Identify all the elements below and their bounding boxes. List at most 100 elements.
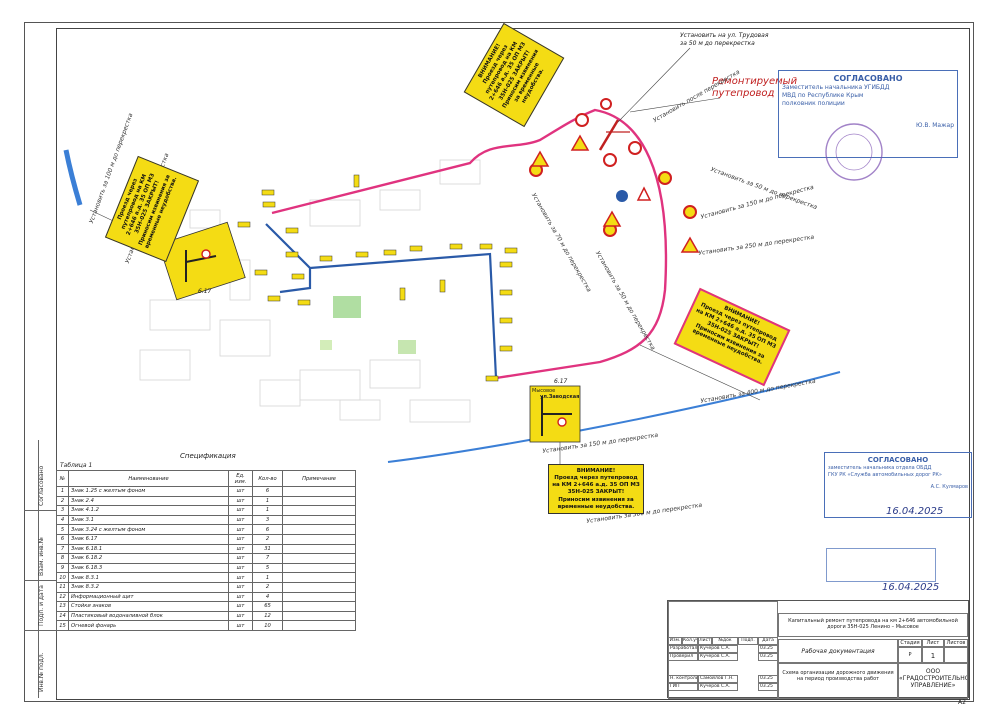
spec-num: 13 bbox=[56, 601, 69, 612]
spec-name: Знак 3.24 с желтым фоном bbox=[68, 524, 229, 535]
tb-role: Проверил bbox=[668, 653, 698, 661]
sheet-value: 1 bbox=[922, 647, 944, 663]
spec-num: 14 bbox=[56, 610, 69, 622]
tb-person: Кучеров С.А. bbox=[698, 683, 738, 691]
title-block: Капитальный ремонт путепровода на км 2+6… bbox=[667, 600, 969, 699]
spec-note bbox=[282, 505, 356, 516]
stamp-title: СОГЛАСОВАНО bbox=[867, 456, 929, 464]
spec-qty: 3 bbox=[252, 514, 283, 526]
spec-unit: шт bbox=[228, 601, 253, 612]
tb-person: Самойлов Г.Н. bbox=[698, 675, 738, 683]
tb-col-header: Изм. bbox=[668, 637, 682, 645]
tb-col-header: Кол.уч bbox=[682, 637, 698, 645]
tb-person: Кучеров С.А. bbox=[698, 653, 738, 661]
spec-note bbox=[282, 562, 356, 574]
tb-col-header: Лист bbox=[698, 637, 712, 645]
settlement-name: Мысовое bbox=[532, 388, 556, 394]
spec-num: 5 bbox=[56, 524, 69, 535]
spec-note bbox=[282, 601, 356, 612]
spec-num: 8 bbox=[56, 553, 69, 564]
spec-name: Знак 6.18.3 bbox=[68, 562, 229, 574]
river-segment-left bbox=[63, 149, 83, 206]
spec-qty: 65 bbox=[252, 601, 283, 612]
signature-date-1: 16.04.2025 bbox=[886, 506, 944, 517]
spec-note bbox=[282, 581, 356, 593]
spec-qty: 5 bbox=[252, 562, 283, 574]
spec-qty: 7 bbox=[252, 553, 283, 564]
approval-stamp-ugibdd: СОГЛАСОВАНО Заместитель начальника УГИБД… bbox=[778, 70, 958, 158]
overpass-signs bbox=[529, 98, 700, 253]
stage-label: Стадия bbox=[898, 639, 922, 647]
intersection-scheme-left bbox=[158, 221, 246, 301]
river-segment bbox=[387, 371, 841, 463]
drawing-sheet bbox=[24, 22, 974, 702]
spec-qty: 10 bbox=[252, 620, 283, 631]
sign-617-left: 6.17 bbox=[198, 288, 212, 295]
approval-stamp-3 bbox=[826, 548, 936, 582]
spec-name: Знак 6.18.1 bbox=[68, 543, 229, 555]
spec-qty: 2 bbox=[252, 581, 283, 593]
project-name: Капитальный ремонт путепровода на км 2+6… bbox=[778, 613, 968, 637]
doc-type: Рабочая документация bbox=[778, 639, 898, 663]
tb-date: 03.25 bbox=[758, 653, 778, 661]
spec-note bbox=[282, 543, 356, 555]
approval-stamp-road-service: СОГЛАСОВАНО заместитель начальника отдел… bbox=[824, 452, 972, 518]
spec-caption: Спецификация bbox=[180, 452, 236, 460]
route-sign-markers bbox=[237, 174, 518, 382]
spec-note bbox=[282, 524, 356, 535]
repair-overpass-label: Ремонтируемый путепровод bbox=[712, 76, 798, 99]
spec-unit: шт bbox=[228, 514, 253, 526]
notice-body: Проезд через путепровод на КМ 2+646 а.д.… bbox=[552, 475, 640, 510]
sheets-label: Листов bbox=[944, 639, 968, 647]
spec-name: Знак 3.1 bbox=[68, 514, 229, 526]
spec-unit: шт bbox=[228, 572, 253, 583]
overpass-marker bbox=[598, 119, 620, 151]
tb-date: 03.25 bbox=[758, 675, 778, 683]
spec-unit: шт bbox=[228, 533, 253, 545]
format-label: А2 bbox=[958, 699, 966, 706]
spec-num: 2 bbox=[56, 495, 69, 507]
spec-note bbox=[282, 591, 356, 603]
spec-qty: 2 bbox=[252, 533, 283, 545]
spec-num: 3 bbox=[56, 505, 69, 516]
spec-qty: 1 bbox=[252, 572, 283, 583]
spec-note bbox=[282, 533, 356, 545]
tb-col-header: Дата bbox=[758, 637, 778, 645]
spec-unit: шт bbox=[228, 610, 253, 622]
spec-num: 15 bbox=[56, 620, 69, 631]
org-block: ООО «ГРАДОСТРОИТЕЛЬНОЕ УПРАВЛЕНИЕ» bbox=[898, 663, 968, 699]
spec-unit: шт bbox=[228, 553, 253, 564]
spec-name: Знак 2.4 bbox=[68, 495, 229, 507]
label-trudovaya: Установить на ул. Трудовая за 50 м до пе… bbox=[680, 32, 769, 47]
intersection-scheme-bottom bbox=[529, 385, 581, 443]
spec-note bbox=[282, 553, 356, 564]
spec-note bbox=[282, 514, 356, 526]
spec-qty: 1 bbox=[252, 505, 283, 516]
spec-unit: шт bbox=[228, 591, 253, 603]
spec-num: 4 bbox=[56, 514, 69, 526]
spec-name: Стойки знаков bbox=[68, 601, 229, 612]
stamp-line: Заместитель начальника УГИБДД bbox=[782, 84, 890, 92]
spec-unit: шт bbox=[228, 562, 253, 574]
tb-col-header: №док bbox=[712, 637, 738, 645]
tb-role: Разработал bbox=[668, 645, 698, 653]
spec-num: 10 bbox=[56, 572, 69, 583]
col-note: Примечание bbox=[282, 470, 356, 487]
spec-unit: шт bbox=[228, 543, 253, 555]
closed-road bbox=[265, 223, 498, 379]
org-line2: «ГРАДОСТРОИТЕЛЬНОЕ УПРАВЛЕНИЕ» bbox=[899, 675, 968, 689]
spec-name: Знак 8.3.2 bbox=[68, 581, 229, 593]
spec-qty: 12 bbox=[252, 610, 283, 622]
spec-note bbox=[282, 620, 356, 631]
